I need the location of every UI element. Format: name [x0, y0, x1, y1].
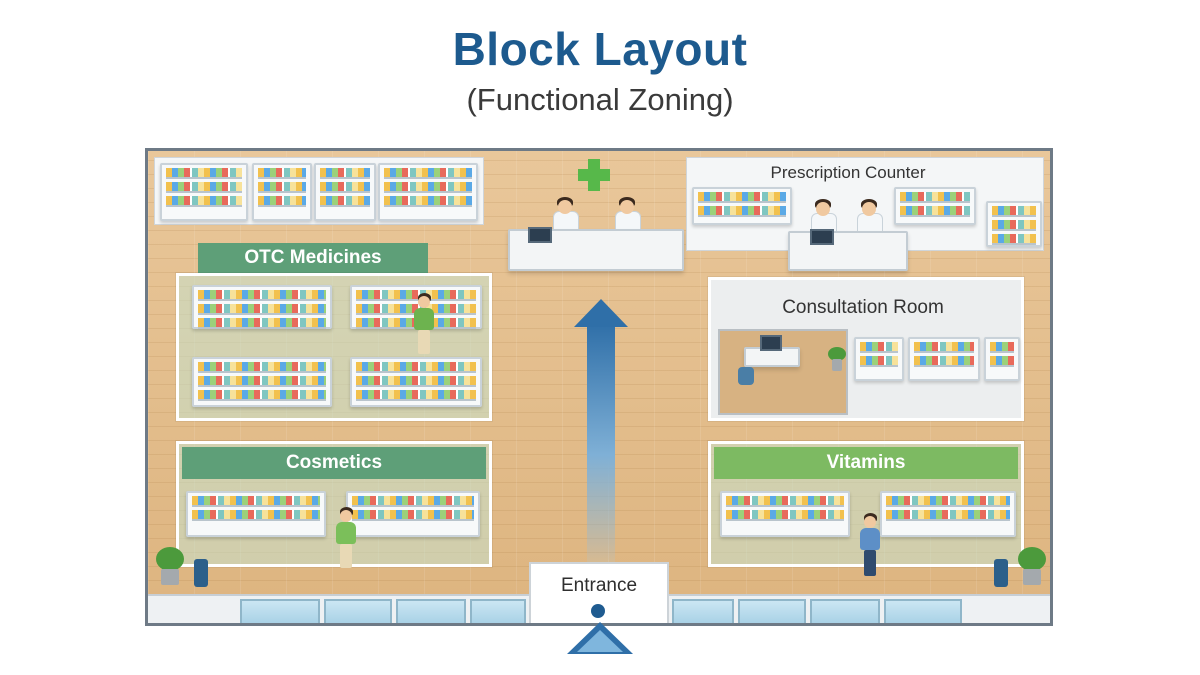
- pharmacy-shelf: [894, 187, 976, 225]
- wall-shelf: [160, 163, 248, 221]
- wall-shelf: [252, 163, 312, 221]
- otc-shelf: [192, 357, 332, 407]
- cosmetics-shelf: [186, 491, 326, 537]
- sanitizer-icon: [194, 559, 208, 587]
- otc-shelf: [350, 357, 482, 407]
- window: [396, 599, 466, 623]
- pharmacy-shelf: [692, 187, 792, 225]
- cosmetics-label: Cosmetics: [182, 447, 486, 479]
- window: [810, 599, 880, 623]
- drawer-cabinet: [986, 201, 1042, 247]
- window: [738, 599, 806, 623]
- window: [324, 599, 392, 623]
- prescription-desk: [788, 231, 908, 271]
- window: [884, 599, 962, 623]
- door-handle-icon: [591, 604, 605, 618]
- entrance-label: Entrance: [560, 575, 638, 596]
- prescription-monitor: [810, 229, 834, 245]
- customer: [334, 507, 358, 569]
- otc-shelf: [192, 285, 332, 329]
- prescription-counter-label: Prescription Counter: [770, 163, 926, 182]
- wall-shelf: [378, 163, 478, 221]
- floor-plan: Prescription Counter OTC Medicines Consu…: [145, 148, 1053, 626]
- window: [240, 599, 320, 623]
- consultation-shelf: [908, 337, 980, 381]
- counter-monitor: [528, 227, 552, 243]
- entrance-arrow-icon: [567, 622, 633, 654]
- consultation-room-label: Consultation Room: [782, 297, 944, 318]
- chair-icon: [738, 367, 754, 385]
- wall-shelf: [314, 163, 376, 221]
- entrance: Entrance: [529, 562, 669, 623]
- window: [470, 599, 526, 623]
- customer: [858, 513, 882, 577]
- vitamins-shelf: [880, 491, 1016, 537]
- consultation-shelf: [984, 337, 1020, 381]
- window: [672, 599, 734, 623]
- sanitizer-icon: [994, 559, 1008, 587]
- consultation-monitor: [760, 335, 782, 351]
- vitamins-label: Vitamins: [714, 447, 1018, 479]
- consultation-shelf: [854, 337, 904, 381]
- otc-medicines-label: OTC Medicines: [198, 243, 428, 273]
- cosmetics-shelf: [346, 491, 480, 537]
- diagram-subtitle: (Functional Zoning): [466, 82, 734, 117]
- vitamins-shelf: [720, 491, 850, 537]
- customer: [412, 293, 436, 355]
- diagram-title: Block Layout: [452, 23, 748, 75]
